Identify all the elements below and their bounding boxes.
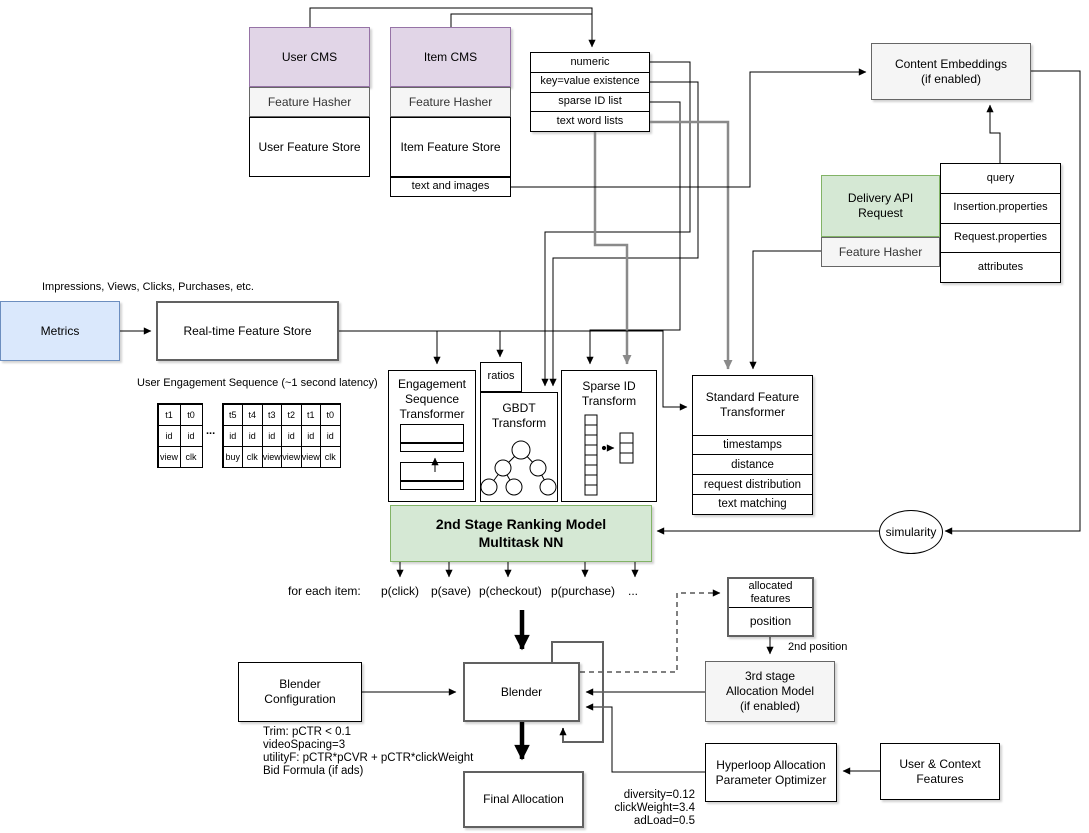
metrics-box: Metrics [0, 301, 120, 361]
field-attributes: attributes [941, 252, 1060, 282]
output-p-checkout: p(checkout) [479, 584, 542, 598]
est-layer-icon [400, 481, 464, 490]
sft-row-request-distribution: request distribution [693, 474, 812, 494]
item-cms-box: Item CMS [390, 27, 511, 87]
cell: id [179, 424, 203, 447]
ellipsis-label: ... [206, 425, 216, 437]
sft-row-text-matching: text matching [693, 494, 812, 514]
output-p-save: p(save) [431, 584, 472, 598]
cell: t3 [261, 403, 282, 426]
cell: t0 [179, 403, 203, 426]
feature-type-text-words: text word lists [531, 111, 649, 131]
allocated-features-label: allocated features [748, 580, 793, 605]
blender-configuration-box: Blender Configuration [238, 662, 362, 722]
cell: id [300, 424, 321, 447]
delivery-api-request-box: Delivery API Request [821, 175, 940, 237]
delivery-feature-hasher-box: Feature Hasher [821, 237, 940, 267]
final-allocation-box: Final Allocation [463, 771, 584, 828]
cell: id [242, 424, 263, 447]
output-ellipsis: ... [628, 584, 639, 598]
cell: t0 [320, 403, 341, 426]
sft-row-distance: distance [693, 454, 812, 474]
text-and-images-box: text and images [390, 177, 511, 197]
feature-type-numeric: numeric [570, 55, 610, 68]
field-query: query [986, 171, 1015, 184]
standard-feature-transformer-title: Standard Feature Transformer [705, 390, 800, 420]
hyperloop-params: diversity=0.12 clickWeight=3.4 adLoad=0.… [614, 789, 695, 827]
user-feature-store-box: User Feature Store [249, 117, 370, 177]
gbdt-transform-box: GBDT Transform [480, 392, 558, 502]
cell: t2 [281, 403, 302, 426]
user-context-features-box: User & Context Features [880, 743, 1000, 800]
cell: t1 [300, 403, 321, 426]
feature-types-box: numeric key=value existence sparse ID li… [530, 52, 650, 132]
request-fields-box: query Insertion.properties Request.prope… [940, 163, 1061, 283]
est-layer-icon [400, 443, 464, 452]
cell: view [281, 445, 302, 468]
metrics-note: Impressions, Views, Clicks, Purchases, e… [42, 281, 254, 293]
sparse-id-transform-box: Sparse ID Transform [561, 370, 657, 502]
feature-type-keyvalue: key=value existence [531, 71, 649, 92]
feature-type-sparse-id: sparse ID list [531, 91, 649, 112]
item-feature-store-box: Item Feature Store [390, 117, 511, 177]
cell: id [261, 424, 282, 447]
allocated-features-box: allocated features position [727, 577, 814, 637]
cell: t4 [242, 403, 263, 426]
cell: id [281, 424, 302, 447]
cell: clk [179, 445, 203, 468]
cell: view [261, 445, 282, 468]
est-layer-icon [400, 424, 464, 443]
output-p-purchase: p(purchase) [551, 584, 616, 598]
for-each-item-label: for each item: [288, 584, 361, 598]
cell: buy [222, 445, 243, 468]
second-stage-ranking-model-box: 2nd Stage Ranking Model Multitask NN [390, 505, 652, 562]
cell: view [157, 445, 181, 468]
sft-row-timestamps: timestamps [693, 434, 812, 455]
blender-config-notes: Trim: pCTR < 0.1 videoSpacing=3 utilityF… [263, 726, 474, 777]
cell: clk [320, 445, 341, 468]
user-cms-box: User CMS [249, 27, 370, 87]
est-layer-icon [400, 462, 464, 481]
output-p-click: p(click) [381, 584, 419, 598]
cell: clk [242, 445, 263, 468]
cell: t5 [222, 403, 243, 426]
cell: t1 [157, 403, 181, 426]
content-embeddings-box: Content Embeddings (if enabled) [871, 43, 1031, 100]
blender-box: Blender [463, 662, 580, 722]
cell: id [222, 424, 243, 447]
hyperloop-optimizer-box: Hyperloop Allocation Parameter Optimizer [705, 743, 837, 802]
cell: id [157, 424, 181, 447]
third-stage-allocation-model-box: 3rd stage Allocation Model (if enabled) [705, 661, 835, 722]
field-insertion-properties: Insertion.properties [941, 192, 1060, 223]
position-label: position [729, 606, 812, 636]
cell: id [320, 424, 341, 447]
field-request-properties: Request.properties [941, 222, 1060, 253]
item-feature-hasher-box: Feature Hasher [390, 87, 511, 117]
user-feature-hasher-box: Feature Hasher [249, 87, 370, 117]
standard-feature-transformer-box: Standard Feature Transformer timestamps … [692, 375, 813, 515]
second-position-label: 2nd position [788, 641, 848, 653]
engagement-sequence-note: User Engagement Sequence (~1 second late… [137, 377, 378, 389]
simularity-node: simularity [879, 510, 943, 554]
realtime-feature-store-box: Real-time Feature Store [156, 301, 339, 361]
ratios-box: ratios [480, 362, 522, 392]
cell: view [300, 445, 321, 468]
